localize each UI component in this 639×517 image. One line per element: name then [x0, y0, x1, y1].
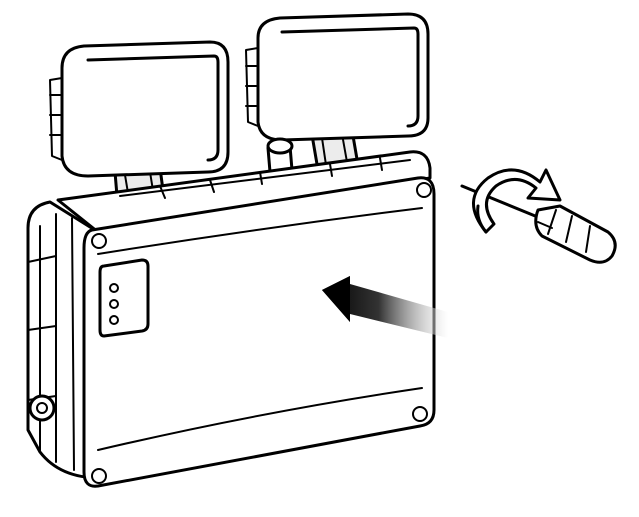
indicator-led-3: [109, 315, 119, 325]
indicator-led-1: [109, 283, 119, 293]
indicator-led-2: [109, 299, 119, 309]
screwdriver-icon: [460, 184, 617, 264]
indicator-panel: [98, 258, 150, 338]
slide-arrow-icon: [322, 276, 448, 338]
side-cable-entry: [28, 394, 56, 422]
rotate-arrow-icon: [472, 168, 562, 234]
top-cable-gland: [266, 137, 294, 174]
